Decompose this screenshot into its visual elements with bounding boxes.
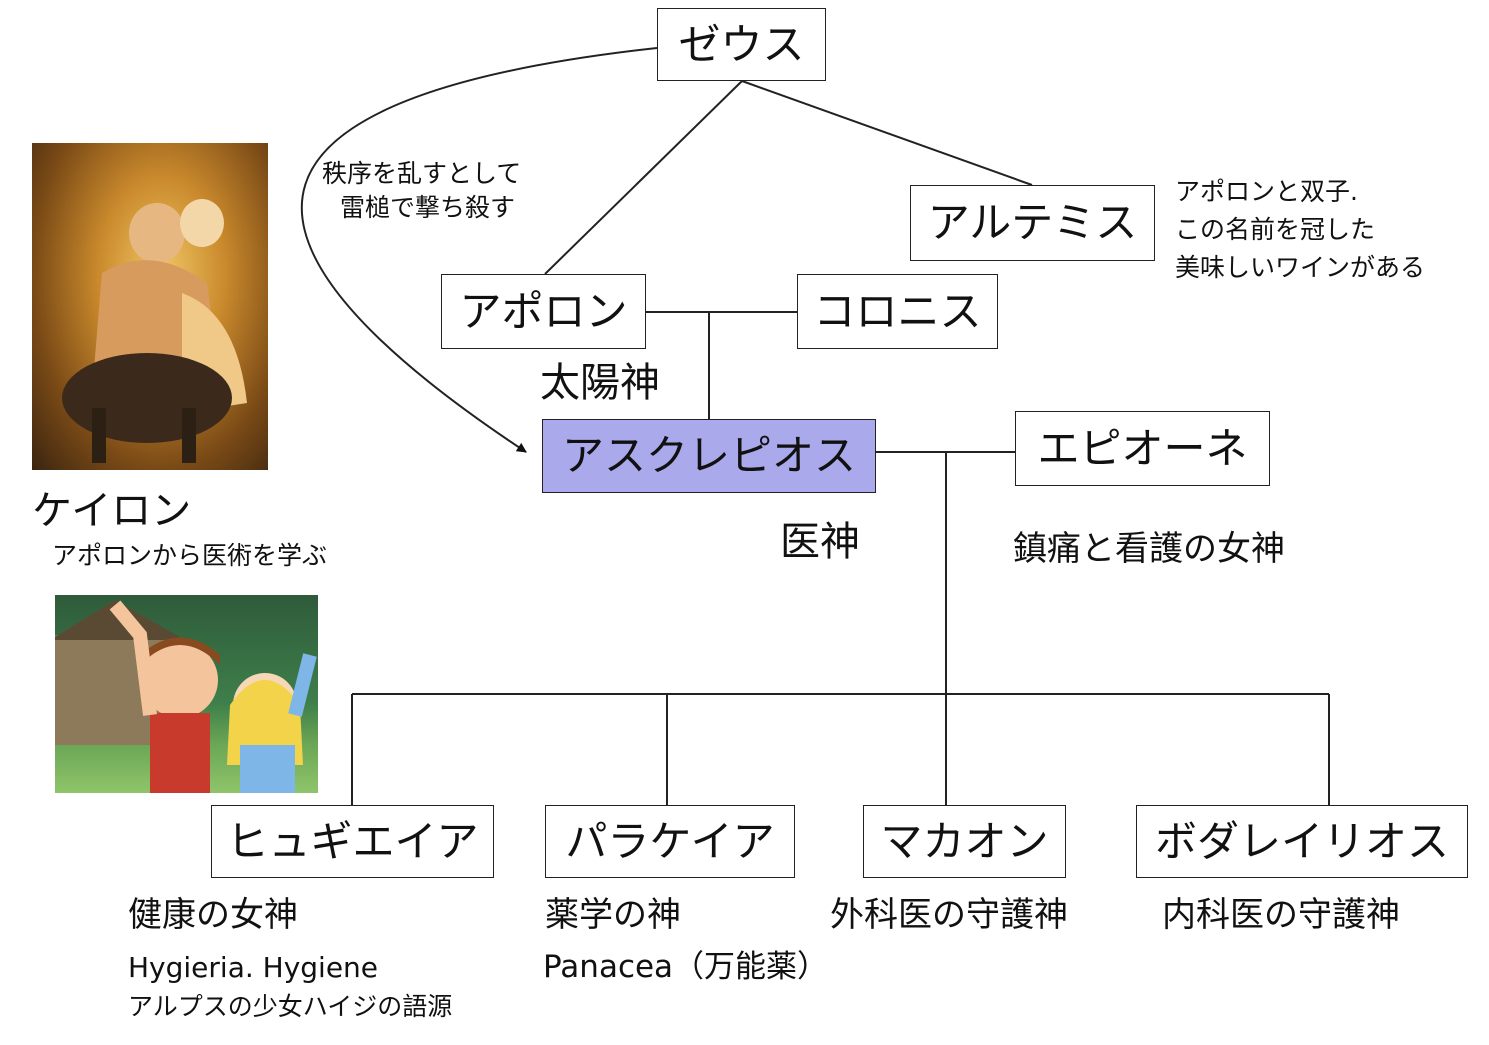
zeus-strike-arrow — [300, 47, 658, 453]
hygieia-note-line1: 健康の女神 — [128, 895, 298, 935]
zeus-label: ゼウス — [678, 19, 805, 69]
apollo-label: アポロン — [459, 286, 628, 336]
chiron-painting — [32, 143, 268, 470]
epione-label: エピオーネ — [1037, 423, 1248, 473]
chiron-note: アポロンから医術を学ぶ — [52, 541, 328, 570]
artemis-node: アルテミス — [910, 185, 1155, 261]
panacea-note-line2: Panacea（万能薬） — [543, 949, 829, 985]
asclepius-node: アスクレピオス — [542, 419, 876, 493]
hygieia-node: ヒュギエイア — [211, 805, 494, 878]
zeus-artemis-link — [741, 80, 1033, 186]
epione-note: 鎮痛と看護の女神 — [1013, 529, 1285, 569]
coronis-label: コロニス — [813, 286, 982, 336]
panacea-label: パラケイア — [565, 816, 775, 866]
machaon-note: 外科医の守護神 — [830, 895, 1068, 935]
zeus-strike-note-line2: 雷槌で撃ち殺す — [340, 193, 516, 222]
heidi-figures-icon — [55, 600, 317, 793]
epione-node: エピオーネ — [1015, 411, 1270, 486]
zeus-node: ゼウス — [657, 8, 826, 81]
apollo-note: 太陽神 — [540, 360, 660, 406]
artemis-label: アルテミス — [927, 198, 1138, 247]
panacea-node: パラケイア — [545, 805, 795, 878]
apollo-node: アポロン — [441, 274, 646, 349]
heidi-anime-image — [55, 595, 318, 793]
machaon-label: マカオン — [880, 816, 1049, 866]
podalirius-note: 内科医の守護神 — [1162, 895, 1400, 935]
artemis-note-line3: 美味しいワインがある — [1175, 253, 1426, 282]
chiron-figure-icon — [62, 199, 247, 463]
asclepius-label: アスクレピオス — [561, 431, 856, 480]
zeus-strike-note-line1: 秩序を乱すとして — [322, 159, 522, 188]
machaon-node: マカオン — [863, 805, 1066, 878]
panacea-note-line1: 薬学の神 — [545, 895, 681, 935]
asclepius-note: 医神 — [780, 519, 860, 565]
podalirius-label: ボダレイリオス — [1154, 816, 1449, 866]
coronis-node: コロニス — [797, 274, 998, 349]
hygieia-label: ヒュギエイア — [226, 816, 479, 866]
zeus-apollo-link — [544, 80, 743, 275]
hygieia-note-line2: Hygieria. Hygiene — [128, 951, 379, 984]
chiron-name: ケイロン — [32, 488, 192, 534]
hygieia-note-line3: アルプスの少女ハイジの語源 — [128, 992, 453, 1021]
artemis-note-line2: この名前を冠した — [1175, 215, 1376, 244]
podalirius-node: ボダレイリオス — [1136, 805, 1468, 878]
artemis-note-line1: アポロンと双子. — [1175, 177, 1358, 206]
